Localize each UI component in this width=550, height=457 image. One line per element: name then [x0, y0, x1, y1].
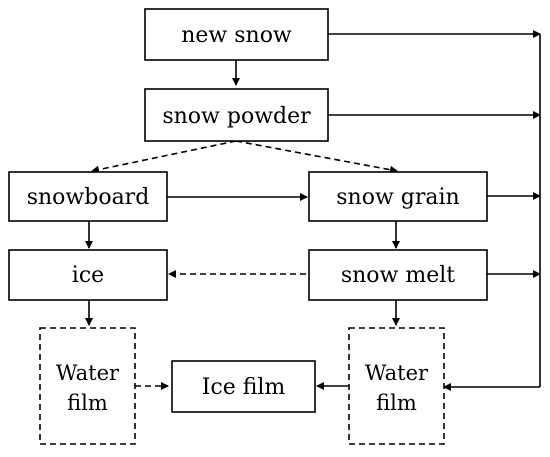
- arrow-snow-powder-to-snowboard: [91, 140, 237, 174]
- node-snow-powder: snow powder: [144, 88, 329, 142]
- node-ice-label: ice: [72, 263, 104, 288]
- node-snow-grain: snow grain: [308, 171, 488, 222]
- connectors: [85, 30, 541, 391]
- node-snow-melt-label: snow melt: [341, 263, 455, 288]
- node-new-snow: new snow: [144, 8, 329, 61]
- node-snowboard-label: snowboard: [27, 185, 150, 210]
- node-water-film-right-line2: film: [376, 391, 417, 415]
- node-snowboard: snowboard: [8, 171, 168, 222]
- node-snow-powder-label: snow powder: [162, 104, 311, 129]
- node-snow-melt: snow melt: [308, 249, 488, 301]
- node-water-film-left-line2: film: [67, 391, 108, 415]
- node-ice-film: Ice film: [171, 360, 316, 413]
- node-snow-grain-label: snow grain: [336, 185, 459, 210]
- node-new-snow-label: new snow: [181, 23, 292, 48]
- node-water-film-left: Water film: [39, 327, 136, 445]
- arrow-snow-powder-to-snow-grain: [235, 140, 398, 174]
- node-water-film-left-line1: Water: [56, 361, 120, 385]
- node-ice-film-label: Ice film: [202, 375, 286, 400]
- node-ice: ice: [8, 249, 168, 301]
- node-water-film-right-line1: Water: [365, 361, 429, 385]
- node-water-film-right: Water film: [348, 327, 445, 445]
